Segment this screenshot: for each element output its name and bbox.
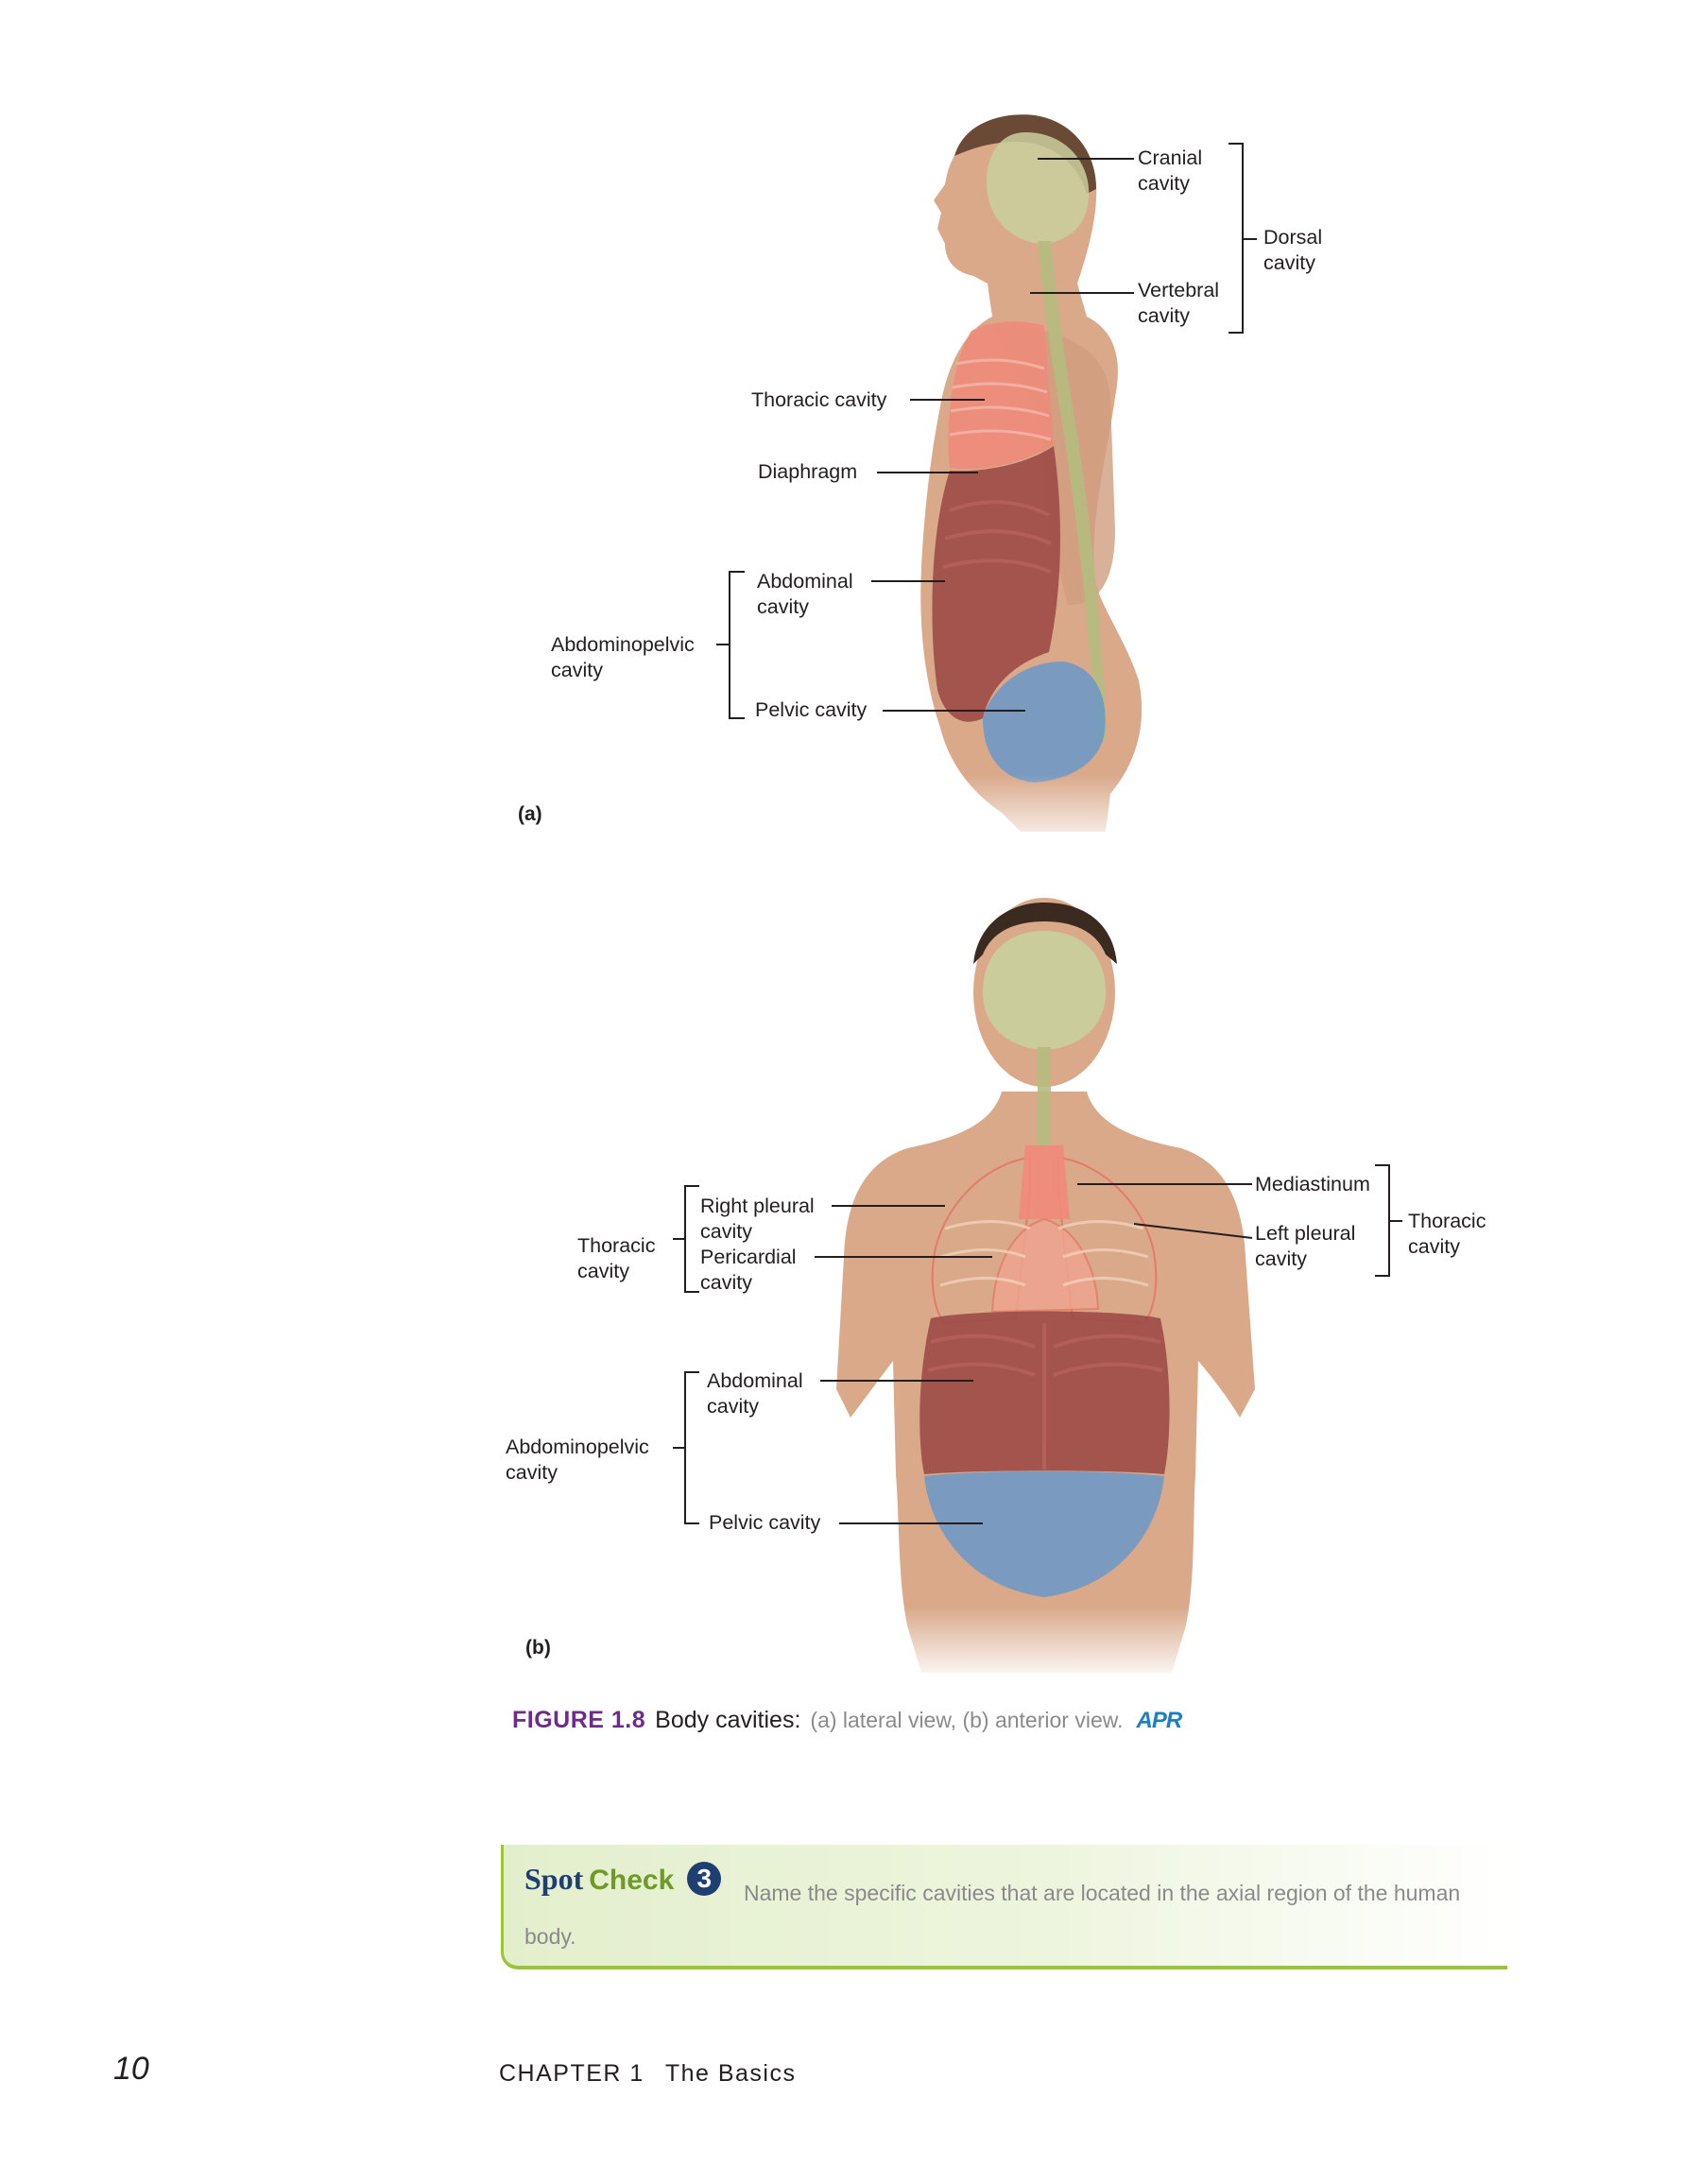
abdominal-ribs-anterior [927,1323,1163,1470]
label-mediastinum: Mediastinum [1255,1173,1370,1195]
apr-badge-icon[interactable]: APR [1136,1708,1182,1733]
label-abdominopelvic-cavity-a: Abdominopelvic cavity [551,633,695,681]
label-diaphragm: Diaphragm [758,460,858,483]
leader-lines-b [673,1164,1402,1524]
vertebral-cavity-anterior [1038,1047,1051,1146]
ribs-lateral [949,358,1052,441]
hair-anterior [973,903,1117,964]
mediastinum-anterior [1019,1145,1070,1219]
label-pericardial-cavity: Pericardial cavity [700,1246,797,1294]
pelvic-cavity-anterior [924,1470,1164,1597]
spot-check-word-check: Check [589,1865,675,1896]
abdominal-cavity-lateral [932,446,1060,722]
figure-description: (a) lateral view, (b) anterior view. [810,1708,1124,1732]
label-thoracic-cavity-b-left: Thoracic cavity [577,1234,656,1282]
label-pelvic-cavity-a: Pelvic cavity [755,698,868,721]
vertebral-cavity-lateral [1038,241,1107,742]
spot-check-word-spot: Spot [524,1862,584,1896]
label-thoracic-cavity-a: Thoracic cavity [751,388,887,411]
figure-a-illustration [716,114,1257,851]
label-abdominal-cavity-b: Abdominal cavity [707,1369,803,1418]
pelvic-cavity-lateral [983,662,1106,782]
page-number: 10 [113,2051,149,2087]
pericardial-cavity-anterior [990,1217,1100,1314]
spot-check-box: Name the specific cavities that are loca… [501,1845,1507,1969]
abdominal-ribs-lateral [942,500,1052,574]
figure-number: FIGURE 1.8 [512,1707,646,1733]
spot-check-question: Name the specific cavities that are loca… [524,1881,1461,1949]
label-abdominal-cavity-a: Abdominal cavity [757,570,853,618]
label-abdominopelvic-cavity-b: Abdominopelvic cavity [506,1436,649,1484]
hair-lateral [954,114,1096,194]
cranial-cavity-lateral [987,132,1090,244]
panel-label-a: (a) [518,803,542,825]
label-thoracic-cavity-b-right: Thoracic cavity [1408,1210,1486,1258]
label-vertebral-cavity: Vertebral cavity [1138,279,1220,327]
chapter-label: CHAPTER 1 [499,2060,644,2087]
chapter-title: The Basics [664,2060,797,2087]
spot-check-number-badge: 3 [687,1862,722,1896]
figure-title: Body cavities: [655,1707,801,1733]
leader-lines-a [716,143,1257,719]
figure-caption: FIGURE 1.8 Body cavities: (a) lateral view… [512,1707,1182,1734]
panel-label-b: (b) [525,1637,551,1659]
figure-b-illustration [673,898,1402,1682]
running-footer: CHAPTER 1 The Basics [499,2060,796,2088]
label-pelvic-cavity-b: Pelvic cavity [709,1511,821,1534]
label-right-pleural-cavity: Right pleural cavity [700,1195,815,1243]
ribs-anterior [939,1220,1149,1287]
label-left-pleural-cavity: Left pleural cavity [1255,1222,1356,1270]
label-cranial-cavity: Cranial cavity [1138,146,1203,195]
cranial-cavity-anterior [983,931,1106,1049]
label-dorsal-cavity: Dorsal cavity [1263,226,1323,274]
